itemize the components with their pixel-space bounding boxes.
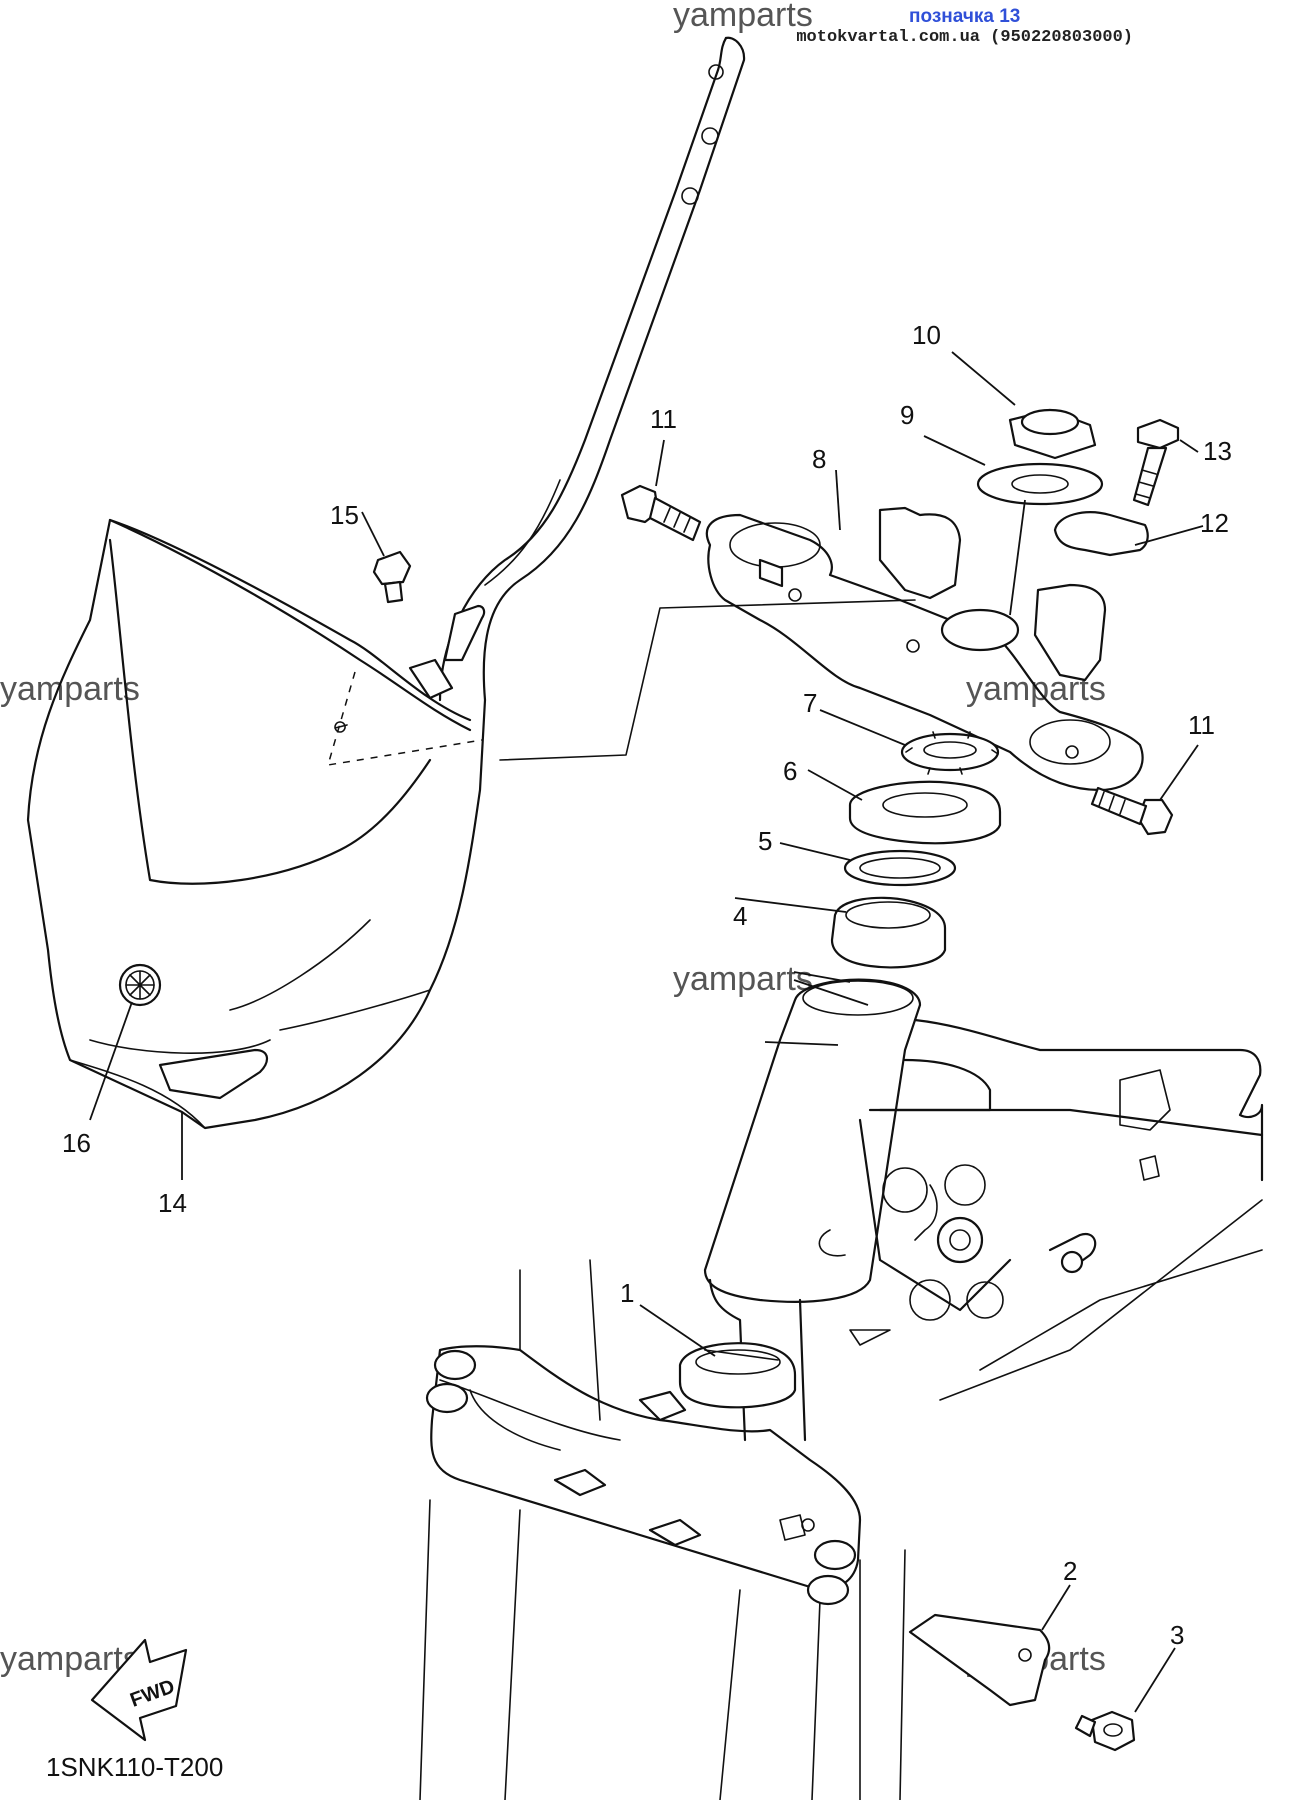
cable-guide-2 [908, 1613, 1051, 1707]
callout-15: 15 [330, 500, 359, 530]
callout-12: 12 [1200, 508, 1229, 538]
bolt-3 [1074, 1710, 1136, 1752]
watermark: yamparts [0, 670, 140, 708]
fwd-arrow: FWD [90, 1638, 188, 1742]
handlebar-clamp-12 [1053, 511, 1149, 557]
badge-site: motokvartal.com.ua (950220803000) [796, 28, 1133, 47]
callout-7: 7 [803, 688, 817, 718]
washer-5 [843, 849, 957, 887]
callout-13: 13 [1203, 436, 1232, 466]
callout-11-lower: 11 [1188, 710, 1215, 740]
bearing-4 [830, 896, 947, 969]
diagram-code: 1SNK110-T200 [46, 1752, 224, 1782]
callout-14: 14 [158, 1188, 187, 1218]
callout-1: 1 [620, 1278, 634, 1308]
upper-bracket [705, 506, 1144, 792]
callout-3: 3 [1170, 1620, 1184, 1650]
lower-bracket [419, 1259, 906, 1800]
callout-11-upper: 11 [650, 404, 677, 434]
callout-2: 2 [1063, 1556, 1077, 1586]
bearing-1 [678, 1342, 797, 1409]
callout-9: 9 [900, 400, 914, 430]
watermark: yamparts [673, 0, 813, 34]
callout-10: 10 [912, 320, 941, 350]
washer-9 [976, 462, 1104, 506]
callout-16: 16 [62, 1128, 91, 1158]
callout-4: 4 [733, 901, 747, 931]
bolt-11-lower [1090, 786, 1174, 836]
bolt-11-upper [620, 484, 702, 542]
bolt-15 [372, 550, 412, 604]
callout-5: 5 [758, 826, 772, 856]
leader-lines [89, 351, 1204, 1713]
bolt-13 [1132, 418, 1180, 507]
badge-title: позначка 13 [908, 6, 1021, 27]
washer-6 [848, 780, 1002, 845]
number-plate [26, 36, 916, 1130]
callout-6: 6 [783, 756, 797, 786]
nut-10 [1008, 408, 1097, 460]
watermark: yamparts [673, 960, 813, 998]
page-badge: позначка 13 motokvartal.com.ua (95022080… [796, 6, 1133, 47]
callout-8: 8 [812, 444, 826, 474]
callouts: 1 2 3 4 5 6 7 8 9 10 11 11 12 13 14 15 1… [62, 320, 1232, 1650]
ring-nut-7 [900, 731, 1000, 775]
frame [703, 978, 1264, 1401]
